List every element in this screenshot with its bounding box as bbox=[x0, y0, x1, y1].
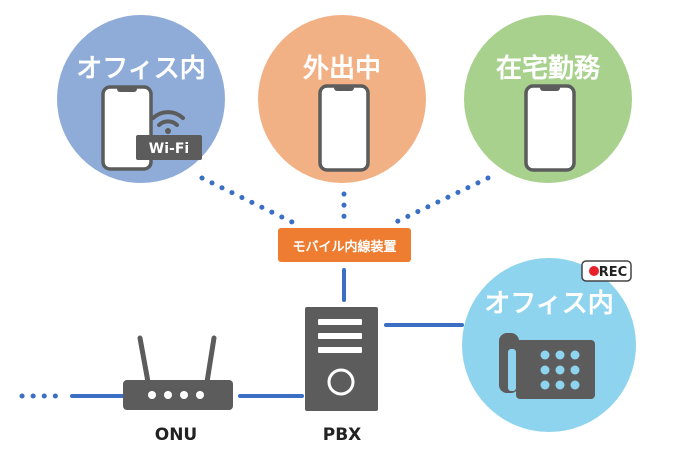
rec-badge-box bbox=[581, 260, 632, 282]
smartphone-icon bbox=[318, 84, 370, 172]
record-icon bbox=[589, 266, 599, 276]
onu-router-icon bbox=[123, 380, 233, 410]
circle-office-phone-label: オフィス内 bbox=[484, 289, 613, 319]
mobile-extension-device-box bbox=[278, 228, 411, 262]
pbx-label: PBX bbox=[323, 425, 362, 445]
circle-office: オフィス内 Wi-Fi bbox=[57, 15, 225, 183]
wifi-badge bbox=[136, 135, 202, 160]
onu-label: ONU bbox=[155, 425, 197, 445]
mobile-extension-device-label: モバイル内線装置 bbox=[292, 239, 396, 255]
wifi-icon bbox=[151, 110, 185, 134]
onu-router: ONU bbox=[123, 335, 233, 445]
wireless-connectors bbox=[19, 175, 491, 399]
pbx-server: PBX bbox=[305, 307, 378, 445]
rec-badge: REC bbox=[581, 260, 632, 282]
connector-office-mobile bbox=[199, 175, 295, 225]
wifi-badge-label: Wi-Fi bbox=[149, 141, 189, 157]
connector-home-mobile bbox=[393, 175, 491, 225]
circle-office-label: オフィス内 bbox=[76, 54, 205, 84]
desk-phone-icon bbox=[499, 333, 595, 399]
wired-connectors bbox=[70, 268, 464, 398]
antenna-icon bbox=[137, 335, 217, 385]
circle-outside-label: 外出中 bbox=[303, 54, 381, 84]
circle-outside: 外出中 bbox=[258, 15, 426, 183]
circle-home-label: 在宅勤務 bbox=[496, 53, 601, 84]
circle-office-phone: オフィス内 bbox=[462, 258, 636, 432]
rec-badge-label: REC bbox=[599, 265, 627, 280]
led-icons bbox=[148, 391, 204, 399]
smartphone-icon bbox=[524, 84, 576, 172]
circle-home: 在宅勤務 bbox=[464, 15, 632, 183]
mobile-extension-device: モバイル内線装置 bbox=[278, 228, 411, 262]
